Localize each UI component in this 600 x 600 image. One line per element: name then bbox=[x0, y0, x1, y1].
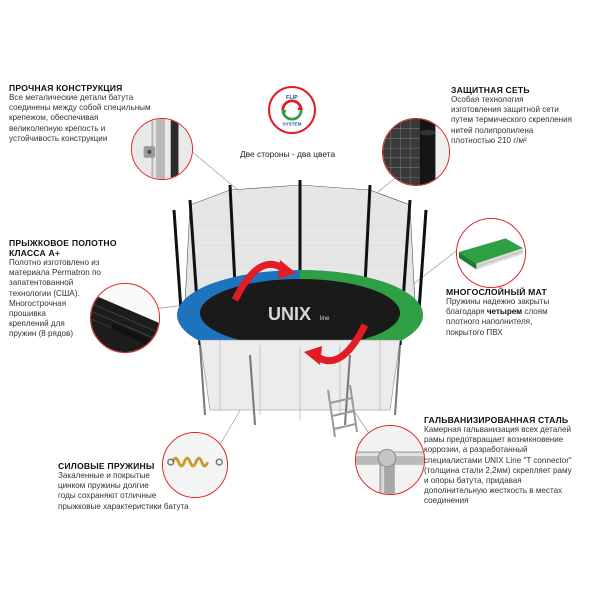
feature-springs-title: СИЛОВЫЕ ПРУЖИНЫ bbox=[58, 461, 155, 471]
text-line: Многострочная bbox=[9, 298, 67, 308]
text-line: соединены между собой специльным bbox=[9, 103, 151, 113]
feature-mat-title: ПРЫЖКОВОЕ ПОЛОТНО КЛАССА А+ bbox=[9, 238, 119, 258]
brand-suffix: line bbox=[320, 316, 330, 322]
text-line: Все металические детали батута bbox=[9, 93, 134, 102]
text-line: годы сохраняют отличные bbox=[58, 491, 157, 501]
text-line: Полотно изготовлено из bbox=[9, 258, 100, 267]
text-line: цинком пружины долгие bbox=[58, 481, 149, 491]
feature-layer-mat-text: Пружины надежно закрыты благодаря четыре… bbox=[446, 297, 596, 338]
feature-construction-title: ПРОЧНАЯ КОНСТРУКЦИЯ bbox=[9, 83, 123, 93]
text-line: плотностью 210 г/м² bbox=[451, 135, 527, 145]
feature-mat-text: Полотно изготовлено из материала Permatr… bbox=[9, 258, 119, 340]
springs-detail-photo bbox=[162, 432, 228, 498]
text-line: прошивка bbox=[9, 309, 46, 319]
jump-mat bbox=[200, 279, 400, 347]
text-line: крепежом, обеспечивая bbox=[9, 113, 99, 123]
text-line: путем термического скрепления bbox=[451, 115, 573, 125]
construction-detail-photo bbox=[131, 118, 193, 180]
layer-mat-photo bbox=[456, 218, 526, 288]
text-line: Камерная гальванизация всех деталей bbox=[424, 425, 571, 434]
text-line: и опоры батута, придавая bbox=[424, 476, 522, 486]
text-line: пружин (8 рядов) bbox=[9, 329, 74, 339]
text-line: нитей полипропилена bbox=[451, 125, 534, 135]
text-line: (толщина стали 2,2мм) скрепляет раму bbox=[424, 465, 572, 475]
text-line: изготовления защитной сети bbox=[451, 105, 559, 115]
brand-logo: UNIX bbox=[268, 304, 311, 324]
text-line: благодаря четырем слоям bbox=[446, 307, 596, 317]
feature-springs-text: Закаленные и покрытые цинком пружины дол… bbox=[58, 471, 208, 512]
flip-logo-bottom-text: SYSTEM bbox=[283, 122, 302, 127]
text-line: технологии (США). bbox=[9, 288, 80, 298]
text-line: креплений для bbox=[9, 319, 65, 329]
text-line: Закаленные и покрытые bbox=[58, 471, 150, 480]
feature-net-text: Особая технология изготовления защитной … bbox=[451, 95, 591, 146]
flip-system-logo: FLIP SYSTEM bbox=[268, 86, 316, 134]
bold-span: четырем bbox=[486, 307, 523, 317]
mat-detail-photo bbox=[90, 283, 160, 353]
trampoline-illustration: UNIX line bbox=[172, 180, 428, 438]
text-line: покрытого ПВХ bbox=[446, 327, 503, 337]
text-line: великолепную крепость и bbox=[9, 123, 106, 133]
text-line: плотного наполнителя, bbox=[446, 317, 533, 327]
feature-steel: ГАЛЬВАНИЗИРОВАННАЯ СТАЛЬ Камерная гальва… bbox=[424, 415, 599, 507]
text-span: слоям bbox=[522, 307, 548, 317]
feature-steel-title: ГАЛЬВАНИЗИРОВАННАЯ СТАЛЬ bbox=[424, 415, 569, 425]
feature-layer-mat-title: МНОГОСЛОЙНЫЙ МАТ bbox=[446, 287, 547, 297]
text-line: специалистами UNIX Line "T connector" bbox=[424, 455, 572, 465]
text-line: устойчивость конструкции bbox=[9, 133, 108, 143]
feature-springs: СИЛОВЫЕ ПРУЖИНЫ Закаленные и покрытые ци… bbox=[58, 461, 208, 512]
text-line: запатентованной bbox=[9, 278, 74, 288]
title-line: ПРЫЖКОВОЕ ПОЛОТНО bbox=[9, 238, 117, 248]
net-detail-photo bbox=[382, 118, 450, 186]
text-line: коррозии, а разработанный bbox=[424, 445, 528, 455]
text-line: прыжковые характеристики батута bbox=[58, 501, 189, 511]
feature-net-title: ЗАЩИТНАЯ СЕТЬ bbox=[451, 85, 530, 95]
text-line: Особая технология bbox=[451, 95, 524, 104]
feature-steel-text: Камерная гальванизация всех деталей рамы… bbox=[424, 425, 599, 507]
text-line: Пружины надежно закрыты bbox=[446, 297, 550, 306]
text-span: благодаря bbox=[446, 307, 487, 317]
title-line: КЛАССА А+ bbox=[9, 248, 61, 258]
flip-caption: Две стороны - два цвета bbox=[240, 149, 336, 159]
feature-construction: ПРОЧНАЯ КОНСТРУКЦИЯ Все металические дет… bbox=[9, 83, 179, 144]
feature-net: ЗАЩИТНАЯ СЕТЬ Особая технология изготовл… bbox=[451, 85, 591, 146]
text-line: материала Permatron по bbox=[9, 268, 101, 278]
steel-connector-photo bbox=[355, 425, 425, 495]
feature-construction-text: Все металические детали батута соединены… bbox=[9, 93, 179, 144]
feature-layer-mat: МНОГОСЛОЙНЫЙ МАТ Пружины надежно закрыты… bbox=[446, 287, 596, 338]
flip-logo-top-text: FLIP bbox=[286, 95, 298, 101]
text-line: дополнительную жесткость в местах bbox=[424, 486, 563, 496]
feature-mat: ПРЫЖКОВОЕ ПОЛОТНО КЛАССА А+ Полотно изго… bbox=[9, 238, 119, 340]
text-line: соединения bbox=[424, 496, 469, 506]
text-line: рамы предотвращает возникновение bbox=[424, 435, 564, 445]
